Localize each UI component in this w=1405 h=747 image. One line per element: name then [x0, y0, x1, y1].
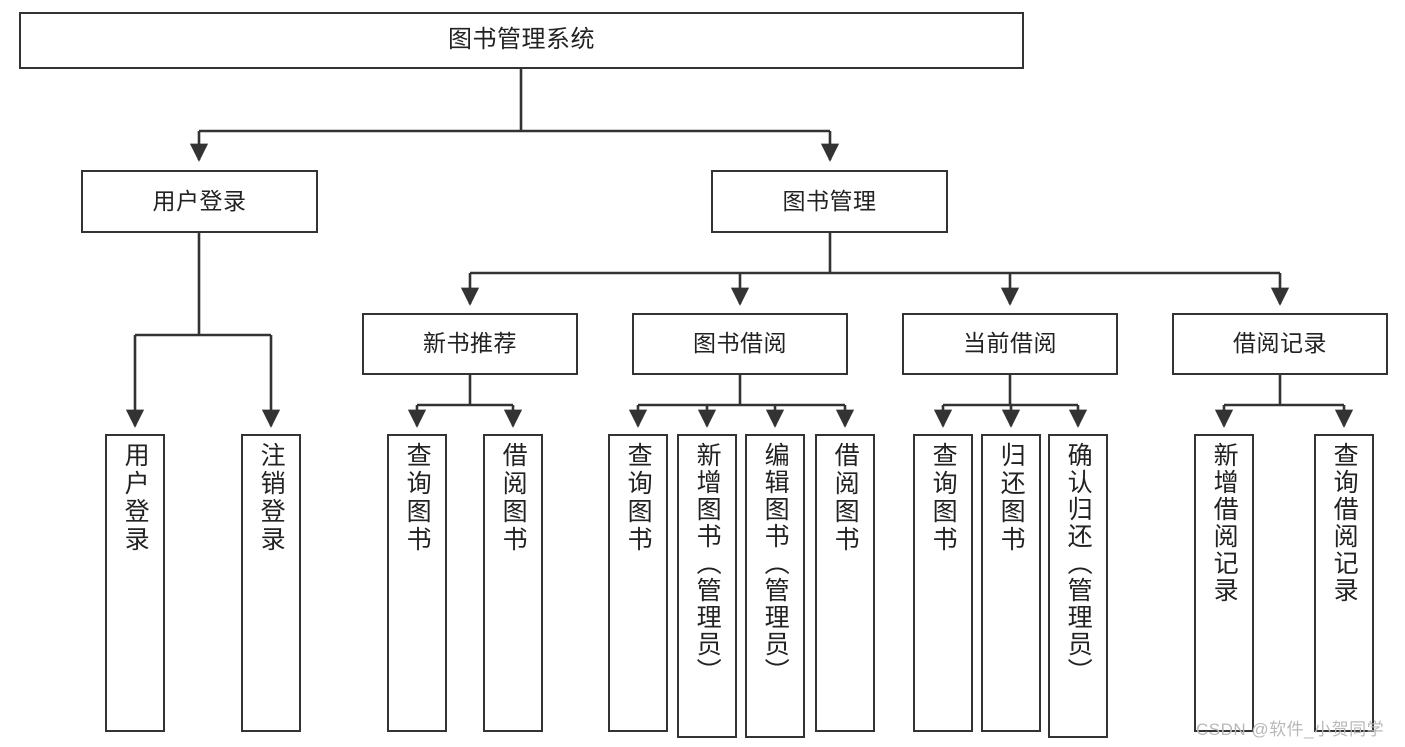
leaf-query-book-3[interactable]: 查询图书 — [913, 434, 973, 732]
leaf-borrow-book-2-label: 借阅图书 — [831, 442, 860, 554]
node-book-manage[interactable]: 图书管理 — [711, 170, 948, 233]
leaf-return-book[interactable]: 归还图书 — [981, 434, 1041, 732]
leaf-query-record[interactable]: 查询借阅记录 — [1314, 434, 1374, 732]
leaf-add-book-label: 新增图书（管理员） — [693, 442, 722, 685]
node-root[interactable]: 图书管理系统 — [19, 12, 1024, 69]
leaf-query-book-2[interactable]: 查询图书 — [608, 434, 668, 732]
leaf-confirm-return-label: 确认归还（管理员） — [1064, 442, 1093, 685]
leaf-return-book-label: 归还图书 — [997, 442, 1026, 554]
node-borrow-record-label: 借阅记录 — [1233, 330, 1327, 357]
leaf-query-book-1-label: 查询图书 — [403, 442, 432, 554]
leaf-confirm-return[interactable]: 确认归还（管理员） — [1048, 434, 1108, 738]
node-user-login-label: 用户登录 — [152, 187, 247, 214]
node-current-borrow-label: 当前借阅 — [963, 330, 1057, 357]
leaf-user-login-label: 用户登录 — [121, 442, 150, 554]
node-borrow-record[interactable]: 借阅记录 — [1172, 313, 1388, 375]
leaf-add-record[interactable]: 新增借阅记录 — [1194, 434, 1254, 732]
node-new-book-recommend[interactable]: 新书推荐 — [362, 313, 578, 375]
leaf-logout-login-label: 注销登录 — [257, 442, 286, 554]
leaf-query-book-1[interactable]: 查询图书 — [387, 434, 447, 732]
csdn-watermark: CSDN @软件_小贺同学 — [1196, 720, 1385, 739]
leaf-add-record-label: 新增借阅记录 — [1210, 442, 1239, 604]
leaf-edit-book[interactable]: 编辑图书（管理员） — [745, 434, 805, 738]
node-new-book-recommend-label: 新书推荐 — [423, 330, 517, 357]
leaf-add-book[interactable]: 新增图书（管理员） — [677, 434, 737, 738]
leaf-user-login[interactable]: 用户登录 — [105, 434, 165, 732]
leaf-query-book-3-label: 查询图书 — [929, 442, 958, 554]
node-book-borrow-label: 图书借阅 — [693, 330, 787, 357]
leaf-query-book-2-label: 查询图书 — [624, 442, 653, 554]
node-root-label: 图书管理系统 — [448, 26, 595, 54]
node-book-borrow[interactable]: 图书借阅 — [632, 313, 848, 375]
node-current-borrow[interactable]: 当前借阅 — [902, 313, 1118, 375]
leaf-query-record-label: 查询借阅记录 — [1330, 442, 1359, 604]
leaf-borrow-book-1[interactable]: 借阅图书 — [483, 434, 543, 732]
node-book-manage-label: 图书管理 — [782, 187, 877, 214]
leaf-borrow-book-2[interactable]: 借阅图书 — [815, 434, 875, 732]
node-user-login[interactable]: 用户登录 — [81, 170, 318, 233]
leaf-logout-login[interactable]: 注销登录 — [241, 434, 301, 732]
leaf-edit-book-label: 编辑图书（管理员） — [761, 442, 790, 685]
leaf-borrow-book-1-label: 借阅图书 — [499, 442, 528, 554]
